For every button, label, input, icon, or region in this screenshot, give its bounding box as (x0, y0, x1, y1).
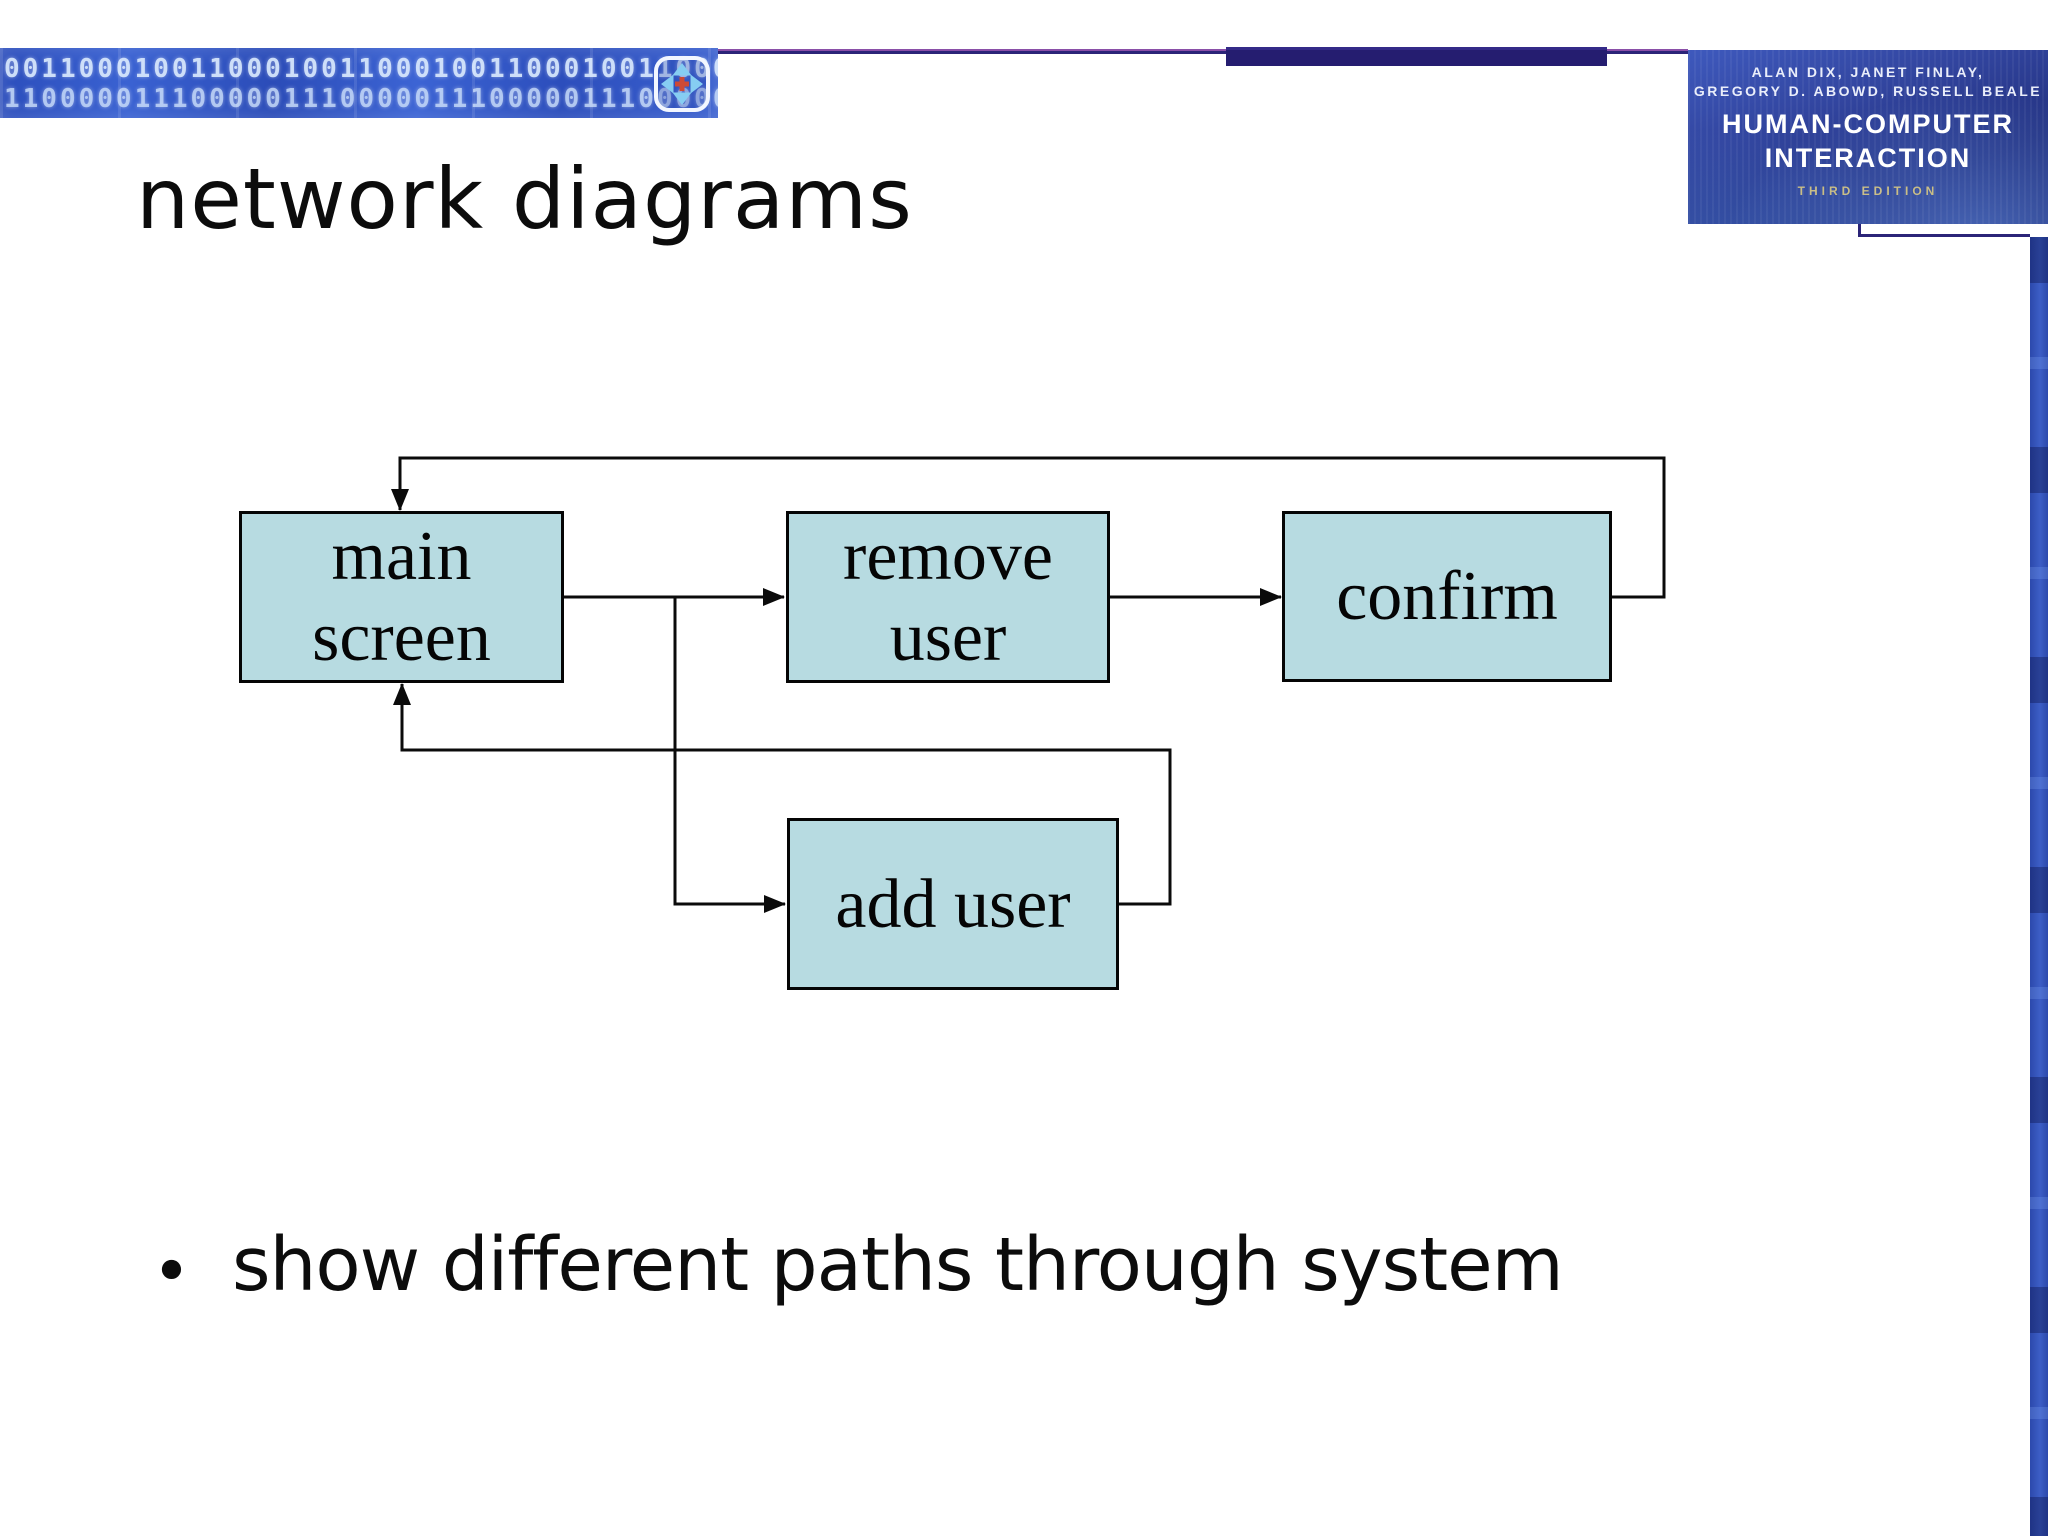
edge-main-to-add (673, 597, 786, 913)
top-navy-bar (1226, 47, 1607, 66)
page-title: network diagrams (136, 150, 913, 248)
binary-banner: 0011000100110001001100010011000100110001… (0, 48, 718, 118)
node-label-line: user (889, 599, 1007, 676)
cover-step-rule (1858, 224, 1861, 237)
node-confirm: confirm (1282, 511, 1612, 682)
book-cover: ALAN DIX, JANET FINLAY, GREGORY D. ABOWD… (1688, 50, 2048, 224)
node-remove-user: remove user (786, 511, 1110, 683)
node-label-line: confirm (1336, 558, 1558, 635)
edge-add-to-main (393, 683, 1172, 906)
node-label-line: main (331, 518, 472, 595)
node-label-line: screen (312, 599, 491, 676)
right-edge-strip (2030, 237, 2048, 1536)
top-rule-right (1607, 49, 1688, 54)
bullet-marker: • (152, 1233, 191, 1310)
node-label-line: add user (835, 865, 1071, 943)
node-label-line: remove (843, 518, 1053, 595)
node-main-screen: main screen (239, 511, 564, 683)
node-add-user: add user (787, 818, 1119, 990)
bullet-text: show different paths through system (231, 1222, 1564, 1308)
bullet-item: • show different paths through system (152, 1222, 1564, 1322)
navigation-arrows-icon (654, 56, 710, 112)
edge-confirm-to-main (391, 456, 1666, 599)
top-rule-left (718, 49, 1226, 54)
cover-bottom-rule (1858, 234, 2030, 237)
